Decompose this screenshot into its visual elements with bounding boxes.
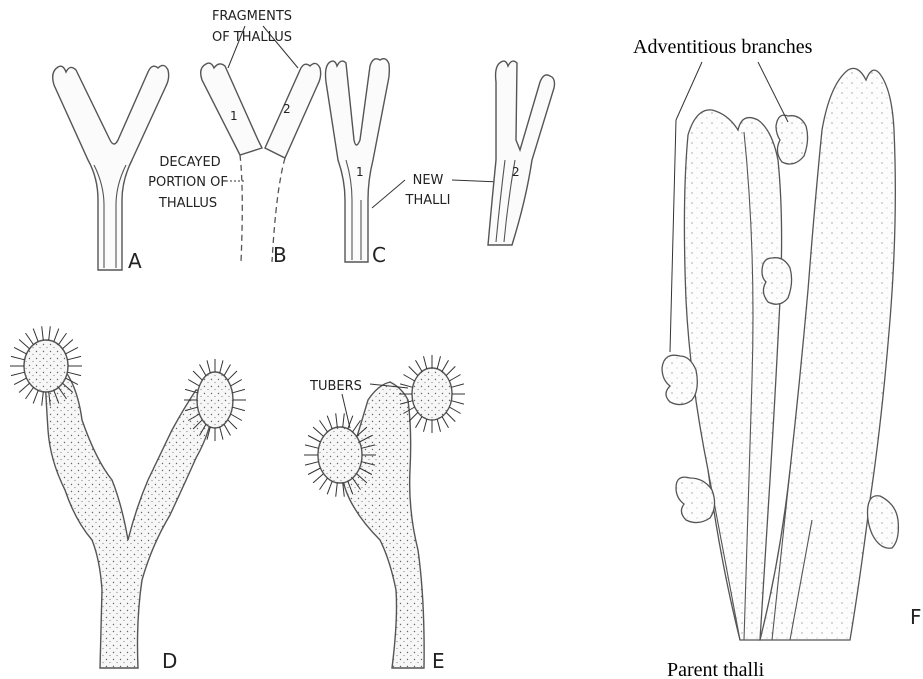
panel-e-thallus: [342, 382, 424, 668]
label-e: E: [432, 649, 445, 673]
tuber-hair: [63, 340, 73, 349]
tuber-hair: [320, 478, 328, 490]
tuber-hair: [313, 474, 323, 483]
tuber-hair: [228, 371, 237, 380]
label-a: A: [128, 249, 142, 273]
tuber-hair: [26, 387, 34, 399]
tuber-hair: [66, 347, 78, 354]
pointer-new-d: [452, 180, 500, 182]
tuber-hair: [11, 372, 25, 375]
label-decayed-1: DECAYED: [159, 155, 220, 170]
tuber-hair: [232, 407, 245, 410]
tuber-hair: [220, 427, 223, 440]
tuber-hair: [437, 356, 440, 369]
tuber-hair: [449, 375, 460, 382]
panel-d-thallus: [45, 371, 214, 668]
tuber-hair: [327, 481, 332, 494]
pointer-adventitious-left: [670, 120, 676, 352]
tuber-hair: [49, 326, 51, 340]
tuber-hair: [67, 356, 81, 359]
panel-c-thallus-1: [326, 59, 390, 262]
tuber-hair: [33, 390, 38, 403]
tuber-hair: [446, 366, 455, 375]
tuber-hair: [305, 462, 319, 465]
tuber-hair: [19, 340, 29, 349]
label-d: D: [162, 649, 177, 673]
panel-a-thallus: [53, 65, 169, 270]
tuber-hair: [54, 329, 59, 342]
tuber-hair: [26, 333, 34, 345]
tuber-hair: [449, 407, 460, 414]
label-decayed-2: PORTION OF: [148, 175, 228, 190]
tuber-hair: [224, 424, 231, 435]
label-num-1-c: 1: [356, 165, 364, 179]
tuber-hair: [207, 360, 210, 373]
tuber-hair: [14, 347, 26, 354]
label-fragments-1: FRAGMENTS: [212, 9, 292, 24]
panel-c-thallus-2: [488, 61, 555, 245]
tuber-hair: [336, 483, 338, 497]
tuber-hair: [42, 392, 44, 406]
tuber-hair: [232, 389, 245, 392]
tuber-hair: [403, 375, 414, 382]
label-num-2-c: 2: [512, 165, 520, 179]
label-fragments-2: OF THALLUS: [212, 30, 292, 45]
tuber-hair: [416, 360, 423, 371]
tuber-hair: [336, 413, 338, 427]
tuber-hair: [19, 383, 29, 392]
tuber-hair: [451, 384, 464, 387]
tuber-hair: [313, 427, 323, 436]
tuber-hair: [220, 360, 223, 373]
label-num-2: 2: [283, 102, 291, 116]
tuber-hair: [416, 417, 423, 428]
tuber-hair: [320, 420, 328, 432]
tuber-hair: [59, 333, 67, 345]
tuber-hair: [14, 378, 26, 385]
tuber-hair: [327, 416, 332, 429]
tuber-hair: [193, 371, 202, 380]
label-parent: Parent thalli: [667, 659, 765, 679]
label-f: F: [910, 605, 922, 629]
tuber-hair: [400, 384, 413, 387]
tuber-hair: [11, 356, 25, 359]
tuber-d-right: [184, 359, 246, 441]
tuber-hair: [409, 366, 418, 375]
tuber-hair: [308, 436, 320, 443]
tuber-hair: [67, 372, 81, 375]
pointer-new-c: [372, 180, 405, 208]
tuber-hair: [451, 401, 464, 404]
tuber-hair: [224, 365, 231, 376]
tuber-hair: [442, 417, 449, 428]
label-new-1: NEW: [413, 173, 444, 188]
tuber-hair: [424, 356, 427, 369]
tuber-hair: [42, 326, 44, 340]
tuber-hair: [424, 419, 427, 432]
label-adventitious: Adventitious branches: [633, 36, 813, 58]
label-b: B: [273, 243, 287, 267]
tuber-hair: [188, 380, 199, 387]
pointer-adventitious-left-top: [676, 62, 702, 120]
tuber-hair: [228, 420, 237, 429]
pointer-adventitious-right: [758, 62, 788, 122]
label-num-1: 1: [230, 109, 238, 123]
tuber-hair: [442, 360, 449, 371]
label-new-2: THALLI: [405, 193, 451, 208]
tuber-hair: [305, 445, 319, 448]
tuber-hair: [33, 329, 38, 342]
tuber-hair: [437, 419, 440, 432]
tuber-hair: [446, 412, 455, 421]
tuber-hair: [200, 365, 207, 376]
label-tubers: TUBERS: [309, 379, 362, 394]
tuber-hair: [231, 414, 242, 421]
tuber-hair: [231, 380, 242, 387]
label-decayed-3: THALLUS: [158, 196, 217, 211]
tuber-hair: [308, 468, 320, 475]
tuber-hair: [343, 413, 345, 427]
label-c: C: [372, 243, 386, 267]
tuber-e-right: [399, 355, 465, 433]
